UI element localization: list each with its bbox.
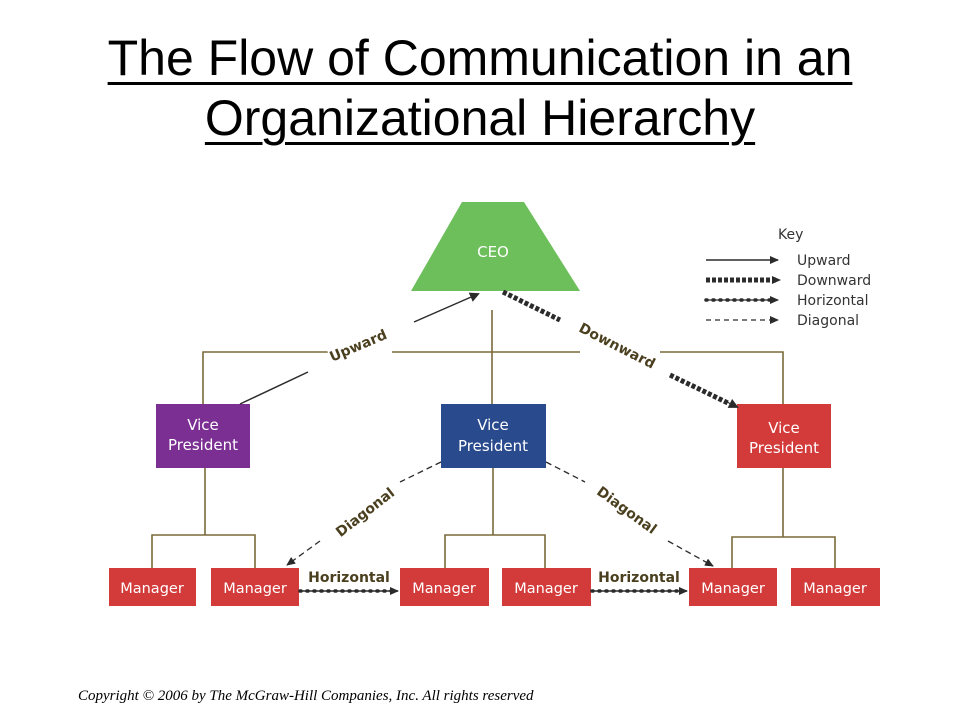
diagonal-right-label: Diagonal xyxy=(593,484,659,538)
diagonal-flow-left: Diagonal xyxy=(286,461,442,566)
legend-item-upward: Upward xyxy=(706,253,851,269)
right-branch-line xyxy=(660,351,784,404)
diagonal-right-arrow-tail xyxy=(545,461,586,483)
manager-node: Manager xyxy=(689,568,777,606)
diagonal-left-arrow-head xyxy=(286,540,321,566)
upward-label: Upward xyxy=(327,327,389,365)
diagonal-left-label: Diagonal xyxy=(333,485,398,541)
hierarchy-connectors xyxy=(151,310,836,568)
downward-flow: Downward xyxy=(501,289,739,408)
vp-right-node: Vice President xyxy=(737,404,831,468)
page-title: The Flow of Communication in an Organiza… xyxy=(0,28,960,148)
page-title-line-1: The Flow of Communication in an xyxy=(107,30,853,86)
vp-right-label-line-1: Vice xyxy=(768,419,800,437)
vp-left-label-line-2: President xyxy=(168,436,238,454)
legend-downward-label: Downward xyxy=(797,273,871,289)
copyright-footer: Copyright © 2006 by The McGraw-Hill Comp… xyxy=(78,688,534,704)
ceo-label: CEO xyxy=(477,243,509,261)
manager-label: Manager xyxy=(514,581,578,597)
vp-left-label-line-1: Vice xyxy=(187,416,219,434)
downward-arrow-head xyxy=(724,398,739,408)
horizontal-left-label: Horizontal xyxy=(308,570,390,586)
horizontal-flow-right: Horizontal xyxy=(590,570,688,595)
left-manager-bracket xyxy=(151,534,256,568)
legend-upward-label: Upward xyxy=(797,253,851,269)
left-branch-line xyxy=(202,351,330,404)
downward-arrow-tail xyxy=(501,289,562,323)
downward-arrow-body xyxy=(668,372,730,406)
manager-label: Manager xyxy=(120,581,184,597)
upward-flow: Upward xyxy=(239,292,480,405)
manager-node: Manager xyxy=(791,568,880,606)
legend: Key Upward Downward Horizontal Diagonal xyxy=(704,227,871,329)
vp-center-label-line-2: President xyxy=(458,437,528,455)
upward-arrow-tail xyxy=(239,371,309,405)
diagonal-flow-right: Diagonal xyxy=(545,461,714,567)
legend-horizontal-label: Horizontal xyxy=(797,293,868,309)
diagonal-right-arrow-head xyxy=(667,540,714,567)
manager-label: Manager xyxy=(412,581,476,597)
manager-node: Manager xyxy=(502,568,591,606)
horizontal-flow-left: Horizontal xyxy=(298,570,399,595)
manager-label: Manager xyxy=(223,581,287,597)
manager-label: Manager xyxy=(701,581,765,597)
diagonal-left-arrow-tail xyxy=(399,461,442,483)
legend-diagonal-label: Diagonal xyxy=(797,313,859,329)
vp-right-label-line-2: President xyxy=(749,439,819,457)
vp-center-label-line-1: Vice xyxy=(477,416,509,434)
page-title-line-2: Organizational Hierarchy xyxy=(204,90,756,146)
manager-label: Manager xyxy=(803,581,867,597)
legend-item-horizontal: Horizontal xyxy=(704,293,868,309)
downward-label: Downward xyxy=(576,320,658,372)
right-manager-bracket xyxy=(731,536,836,568)
manager-node: Manager xyxy=(211,568,299,606)
center-manager-bracket xyxy=(444,534,546,568)
vp-left-node: Vice President xyxy=(156,404,250,468)
horizontal-right-label: Horizontal xyxy=(598,570,680,586)
legend-item-diagonal: Diagonal xyxy=(706,313,859,329)
vp-center-node: Vice President xyxy=(441,404,546,468)
manager-node: Manager xyxy=(400,568,489,606)
legend-item-downward: Downward xyxy=(706,273,871,289)
manager-node: Manager xyxy=(109,568,196,606)
legend-title: Key xyxy=(778,227,803,243)
ceo-node: CEO xyxy=(411,202,580,291)
upward-arrow-head xyxy=(413,292,480,323)
